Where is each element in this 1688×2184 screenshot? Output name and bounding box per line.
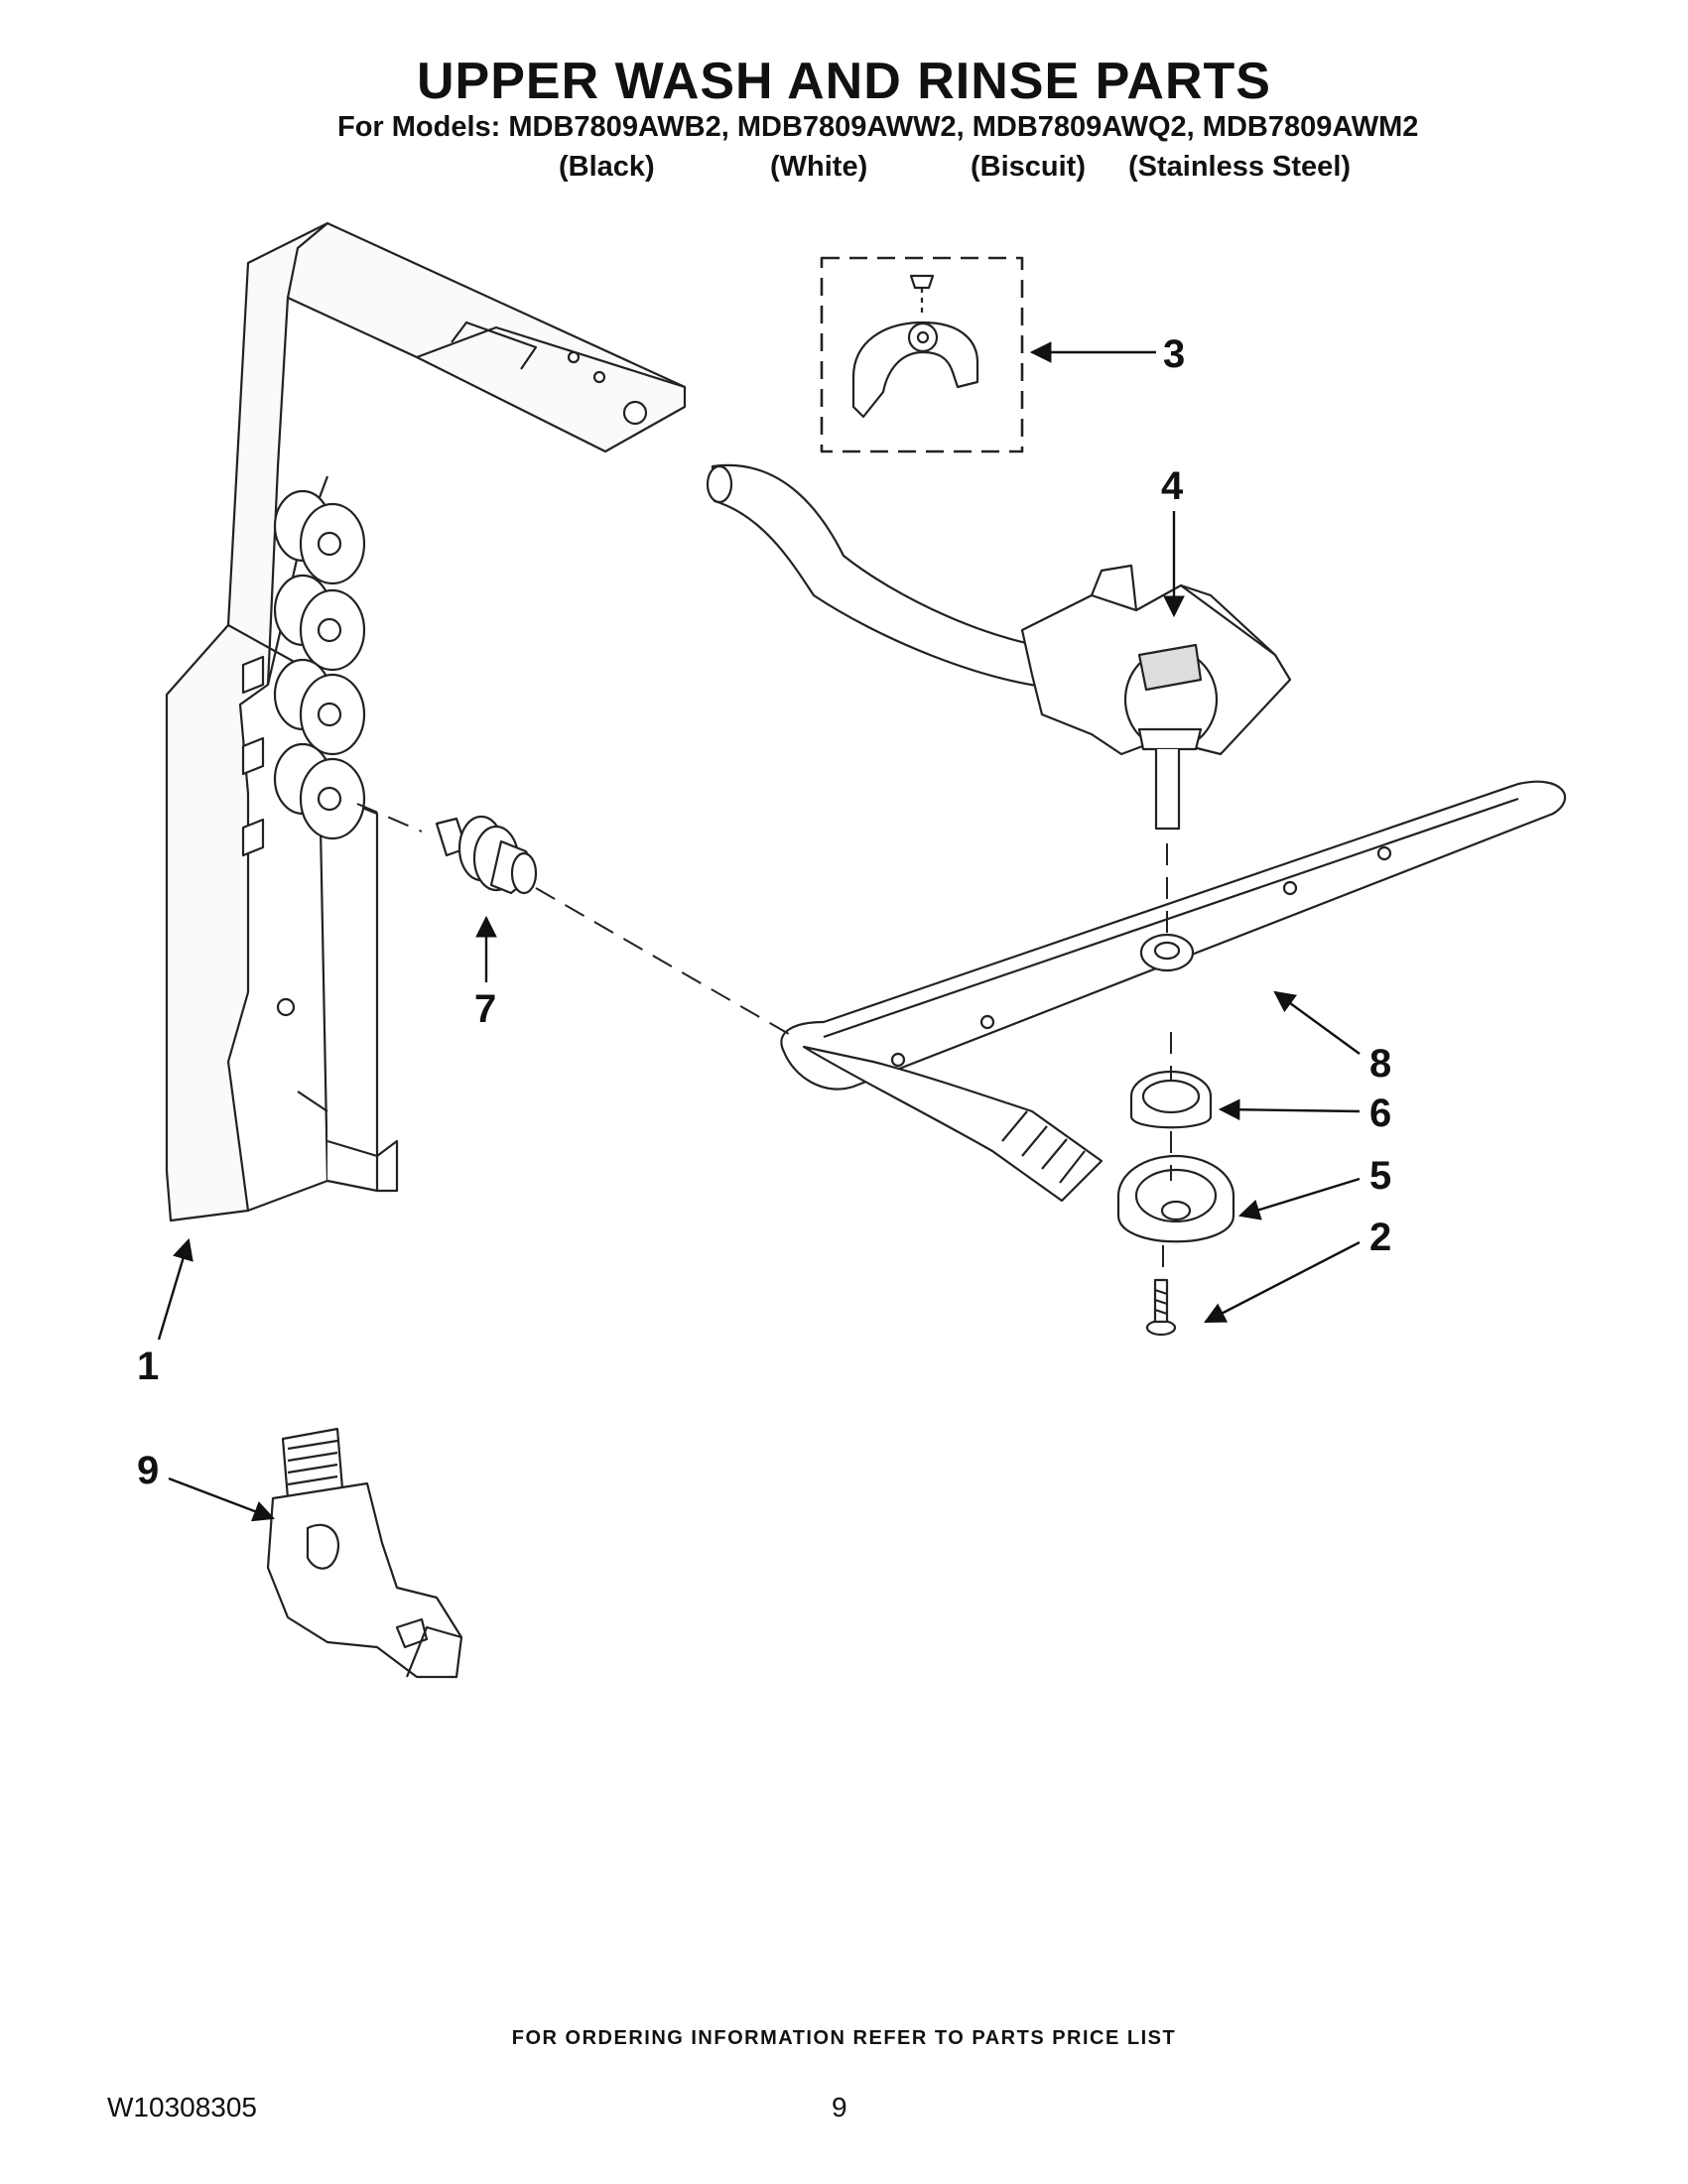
part-1-manifold [165,221,687,1222]
alignment-lines [356,803,1172,1275]
callout-2: 2 [1369,1216,1392,1259]
model-list: For Models: MDB7809AWB2, MDB7809AWW2, MD… [337,111,1419,143]
callout-9: 9 [137,1449,160,1492]
document-number: W10308305 [107,2092,258,2122]
color-label-black: (Black) [559,151,655,183]
ordering-note: FOR ORDERING INFORMATION REFER TO PARTS … [511,2027,1177,2049]
callout-5: 5 [1369,1154,1392,1198]
color-label-biscuit: (Biscuit) [971,151,1086,183]
color-label-stainless: (Stainless Steel) [1128,151,1352,183]
leader-arrows [157,341,1361,1522]
part-6-seal [1129,1070,1213,1129]
callout-7: 7 [474,987,497,1031]
callout-1: 1 [137,1345,160,1388]
part-9-connector [266,1427,463,1679]
part-3-retainer-kit [820,256,1024,453]
part-2-screw [1145,1278,1177,1337]
part-5-hub [1116,1154,1235,1243]
color-label-white: (White) [770,151,868,183]
callout-4: 4 [1161,464,1184,508]
callout-6: 6 [1369,1092,1392,1135]
part-8-spray-arm [780,780,1566,1091]
callout-3: 3 [1163,332,1186,376]
callout-8: 8 [1369,1042,1392,1086]
part-7-bearing [435,815,538,895]
part-4-spray-conduit [706,463,1292,831]
page-title: UPPER WASH AND RINSE PARTS [417,53,1271,110]
supply-hose [802,1045,1104,1203]
page-number: 9 [832,2092,847,2122]
